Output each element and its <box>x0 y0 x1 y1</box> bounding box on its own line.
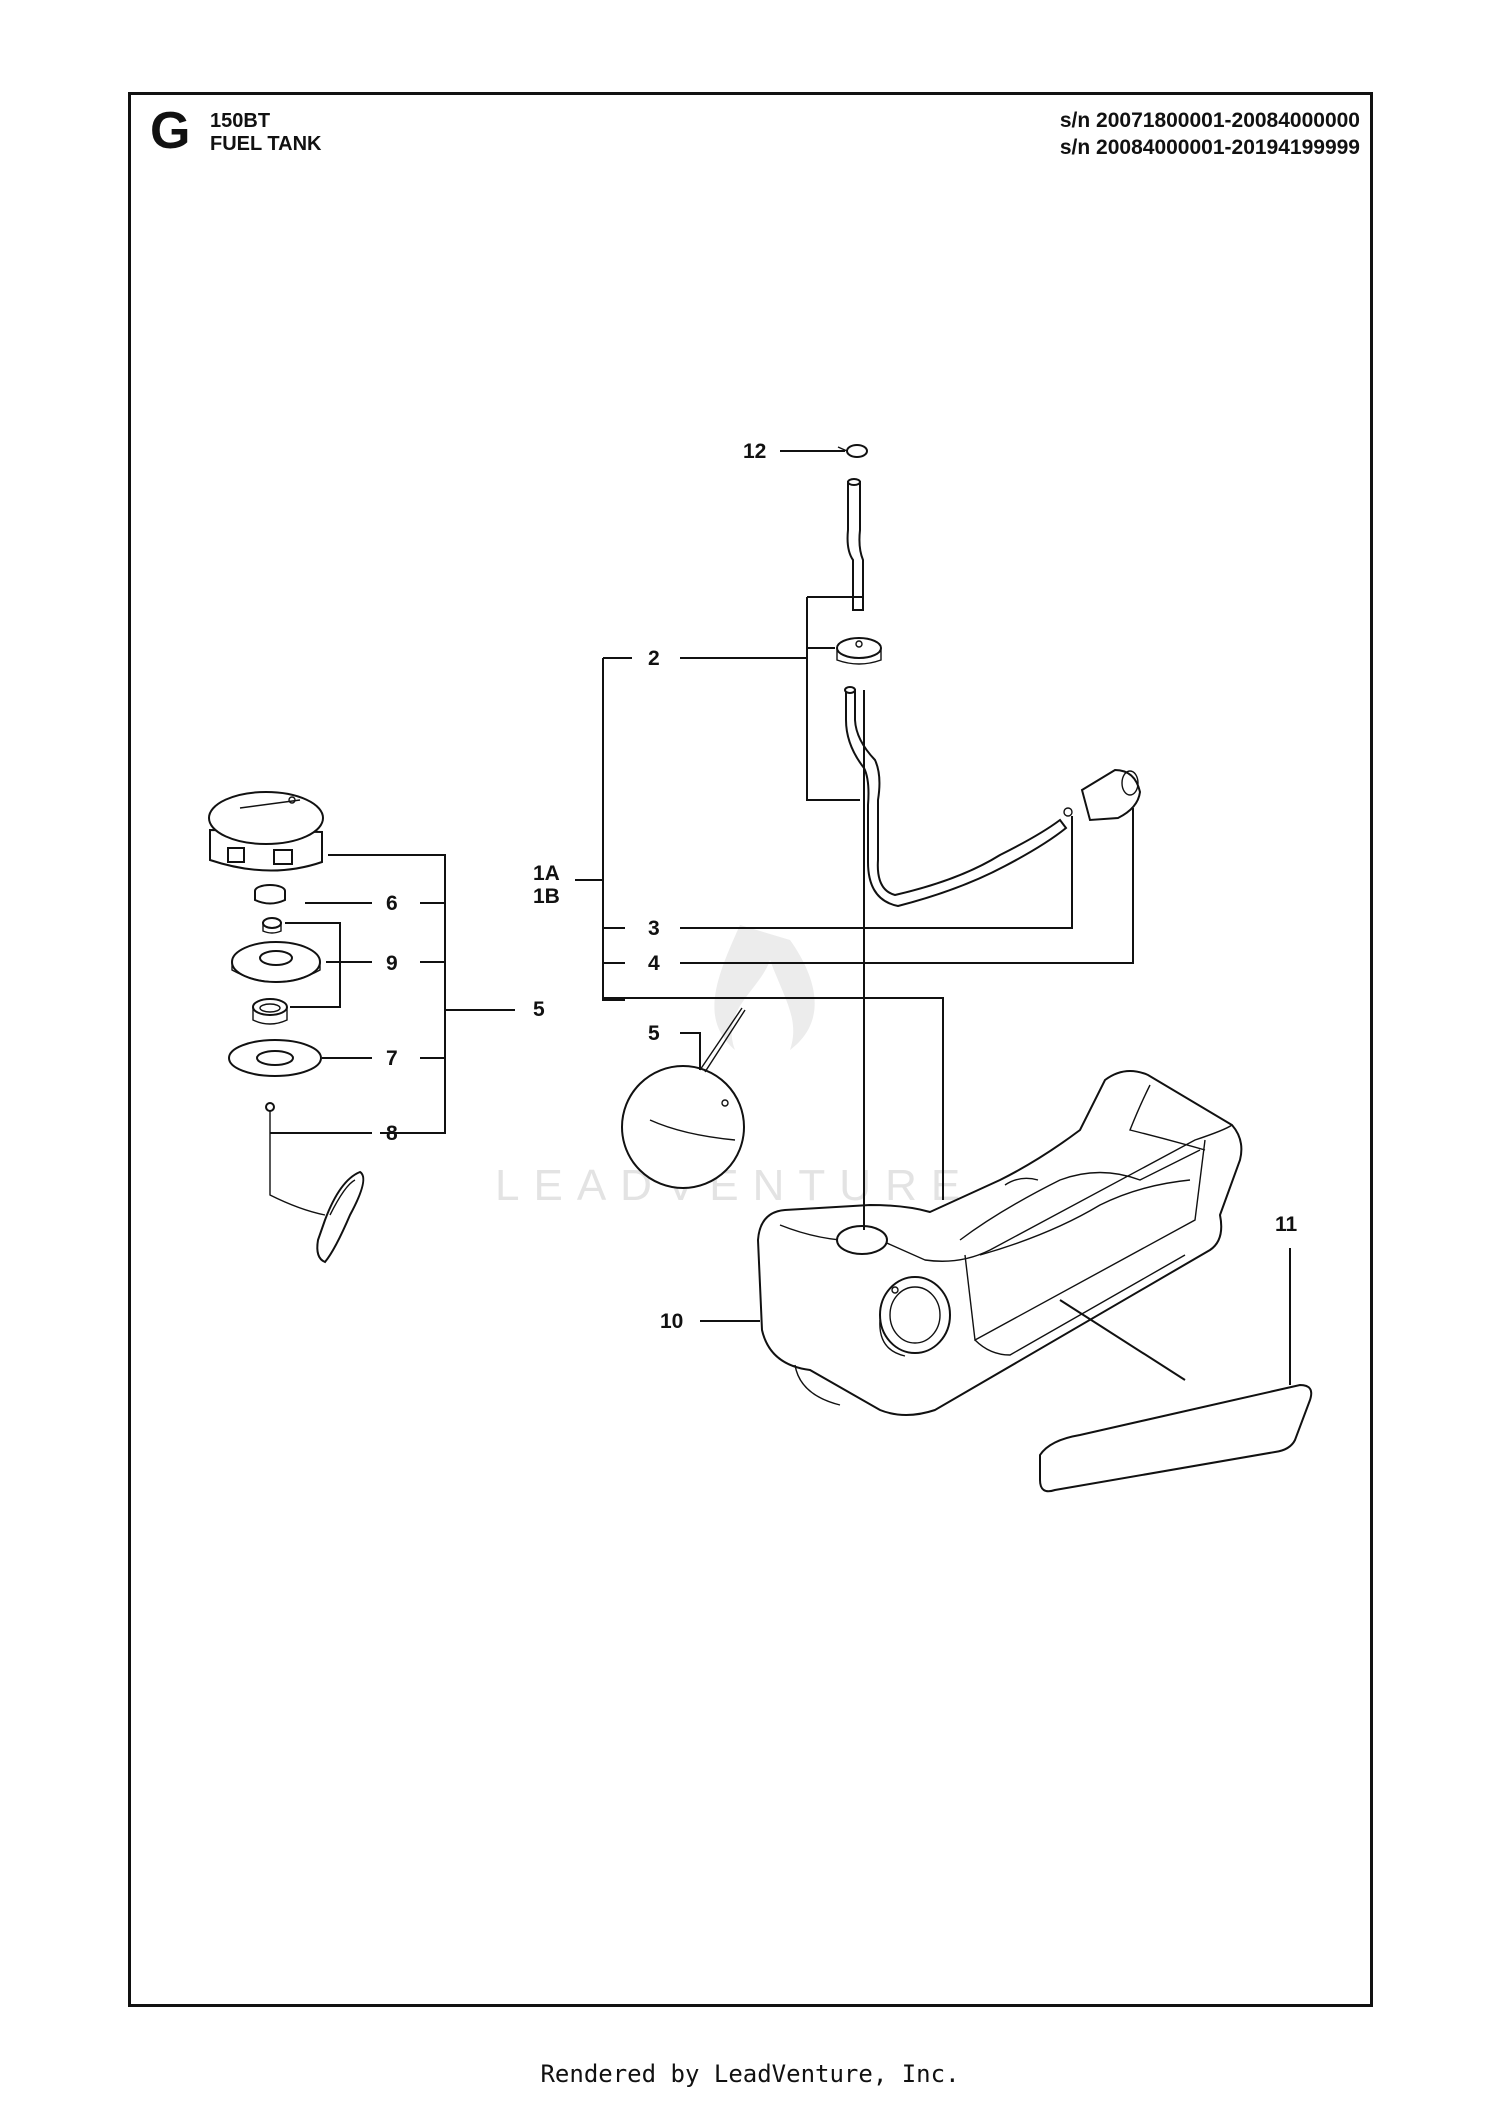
callout-4: 4 <box>648 952 660 975</box>
washer-part <box>228 1039 322 1077</box>
cap-seal-part <box>252 998 288 1025</box>
watermark-text: LEADVENTURE <box>495 1161 974 1210</box>
flame-logo-icon <box>714 925 815 1050</box>
callout-1b: 1B <box>533 885 560 908</box>
callout-5-main: 5 <box>533 998 545 1021</box>
cap-strap-part <box>265 1102 365 1264</box>
fuel-cap-part <box>208 791 324 872</box>
fuel-cap-kit-part <box>621 1007 746 1189</box>
callout-3: 3 <box>648 917 660 940</box>
callout-2: 2 <box>648 647 660 670</box>
callout-12: 12 <box>743 440 766 463</box>
valve-part <box>262 917 282 934</box>
callout-7: 7 <box>386 1047 398 1070</box>
cap-retainer-part <box>231 941 321 983</box>
footer-credit: Rendered by LeadVenture, Inc. <box>540 2060 960 2088</box>
decal-part <box>1039 1383 1313 1493</box>
callout-6: 6 <box>386 892 398 915</box>
fuel-hose-assembly-part <box>836 444 1142 908</box>
callout-9: 9 <box>386 952 398 975</box>
callout-10: 10 <box>660 1310 683 1333</box>
section-letter: G <box>150 102 191 160</box>
callout-5-kit: 5 <box>648 1022 660 1045</box>
serial-range-1: s/n 20071800001-20084000000 <box>1059 109 1360 132</box>
callout-8: 8 <box>386 1122 398 1145</box>
diagram-frame <box>128 92 1373 2007</box>
page-title: FUEL TANK <box>210 133 322 155</box>
serial-range-2: s/n 20084000001-20194199999 <box>1059 136 1360 160</box>
callout-11: 11 <box>1275 1213 1298 1236</box>
serial-ranges: s/n 20071800001-20084000000 s/n 20084000… <box>1060 107 1360 162</box>
leader-lines <box>270 450 1291 1385</box>
callout-1a: 1A <box>533 862 560 885</box>
title-block: 150BT FUEL TANK <box>210 110 321 156</box>
cap-gasket-part <box>254 884 286 905</box>
watermark: LEADVENTURE <box>495 925 974 1210</box>
callout-labels: 5 6 9 7 8 12 2 1A 1B 3 4 5 10 11 <box>386 440 1298 1333</box>
fuel-tank-part <box>756 1070 1243 1416</box>
model-name: 150BT <box>210 110 271 132</box>
